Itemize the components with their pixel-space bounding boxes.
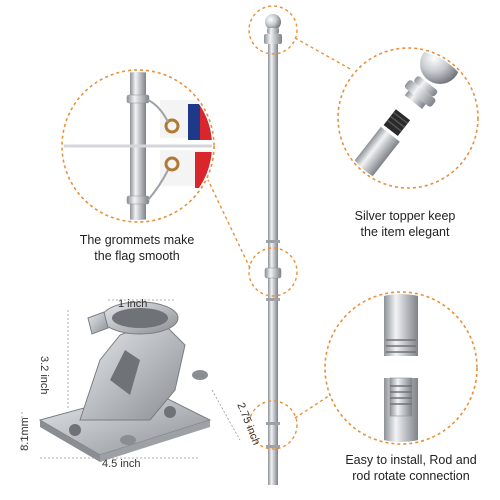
bracket-dimension-lines — [21, 299, 241, 459]
dim-base-width: 4.5 inch — [102, 458, 141, 470]
dim-top-opening: 1 inch — [118, 298, 148, 310]
dim-height: 3.2 inch — [38, 356, 50, 395]
grommet-detail-view — [61, 69, 215, 223]
connection-callout-line1: Easy to install, Rod and — [345, 453, 477, 467]
pole-topper-icon — [264, 14, 282, 44]
topper-callout: Silver topper keep the item elegant — [330, 208, 480, 240]
grommets-callout: The grommets make the flag smooth — [62, 232, 212, 264]
grommets-callout-line2: the flag smooth — [94, 249, 180, 263]
mounting-bracket-icon — [38, 301, 212, 462]
grommet-ring-icon — [164, 118, 180, 134]
topper-callout-line2: the item elegant — [360, 225, 450, 239]
connector-detail-view — [324, 291, 478, 445]
topper-detail-view — [337, 47, 479, 189]
connection-callout-line2: rod rotate connection — [352, 469, 470, 483]
pole-highlight-markers — [248, 5, 298, 450]
connection-callout: Easy to install, Rod and rod rotate conn… — [326, 452, 496, 484]
grommets-callout-line1: The grommets make — [79, 233, 195, 247]
threaded-rod-connector-icon — [386, 339, 416, 353]
dim-base-thickness: 8.1mm — [18, 417, 31, 451]
flag-pole — [264, 14, 282, 485]
topper-callout-line1: Silver topper keep — [354, 209, 456, 223]
grommet-ring-icon — [164, 156, 180, 172]
ball-finial-icon — [420, 50, 460, 84]
